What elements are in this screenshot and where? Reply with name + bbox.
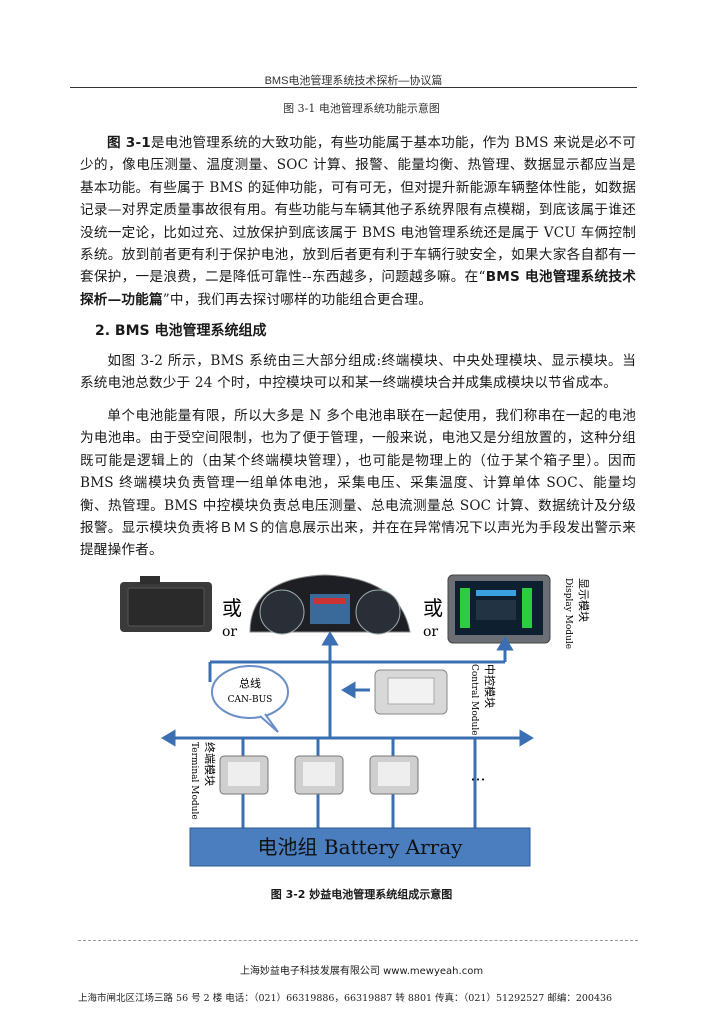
section-title: 2. BMS 电池管理系统组成 [95,323,267,339]
footer-address: 上海市闸北区江场三路 56 号 2 楼 电话：（021）66319886，663… [78,993,613,1004]
display-module-en: Display Module [563,578,573,649]
paragraph-composition: 如图 3-2 所示，BMS 系统由三大部分组成:终端模块、中央处理模块、显示模块… [80,350,636,395]
terminal-module-en: Terminal Module [189,742,199,820]
paragraph-tail: ”中，我们再去探讨哪样的功能组合更合理。 [162,291,432,308]
figure-3-1-caption: 图 3-1 电池管理系统功能示意图 [283,102,440,115]
paragraph-modules: 单个电池能量有限，所以大多是 N 多个电池串联在一起使用，我们称串在一起的电池为… [80,405,636,562]
or-cn-2: 或 [423,596,443,620]
footer-company: 上海妙益电子科技发展有限公司 www.mewyeah.com [239,966,484,977]
display-module-cn: 显示模块 [577,578,590,622]
battery-array-label: 电池组 Battery Array [258,835,464,859]
bms-composition-diagram: 或 or 或 or 显示模块 Display Module [120,574,590,867]
or-cn-1: 或 [222,596,242,620]
control-module-en: Contral Module [469,664,479,736]
can-bus-callout: 总线 CAN-BUS [211,665,289,733]
control-module-cn: 中控模块 [483,664,497,708]
instrument-cluster [249,574,411,635]
figure-3-2-caption: 图 3-2 妙益电池管理系统组成示意图 [270,888,453,901]
display-device-left [120,576,212,632]
header-rule [70,87,637,88]
paragraph-text: 如图 3-2 所示，BMS 系统由三大部分组成:终端模块、中央处理模块、显示模块… [80,353,636,392]
more-modules-ellipsis: ··· [470,770,485,789]
terminal-module-2 [294,755,344,795]
article-ref: BMS 电池管理系统技术探析—功能篇 [80,269,636,308]
figure-ref: 图 3-1 [107,135,151,151]
paragraph-text: 是电池管理系统的大致功能，有些功能属于基本功能，作为 BMS 来说是必不可少的，… [80,135,637,286]
or-en-1: or [222,624,237,640]
or-en-2: or [423,624,438,640]
control-module-box [374,669,448,715]
terminal-module-cn: 终端模块 [203,742,217,786]
page-header: BMS电池管理系统技术探析—协议篇 [264,75,443,87]
display-device-right [447,574,551,644]
footer-rule [78,940,638,941]
terminal-module-1 [219,755,269,795]
terminal-module-3 [369,755,419,795]
bus-label-cn: 总线 [239,676,261,690]
battery-array: 电池组 Battery Array [189,827,531,867]
bus-wiring [161,631,534,747]
bus-label-en: CAN-BUS [228,695,273,705]
terminal-connectors [241,738,477,832]
paragraph-text: 单个电池能量有限，所以大多是 N 多个电池串联在一起使用，我们称串在一起的电池为… [80,408,636,559]
paragraph-functions: 图 3-1是电池管理系统的大致功能，有些功能属于基本功能，作为 BMS 来说是必… [80,132,636,311]
